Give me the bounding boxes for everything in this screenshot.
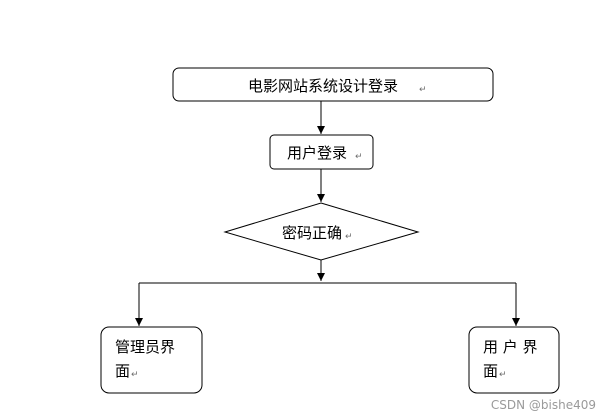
login-node-return-mark: ↵: [355, 152, 363, 162]
decision-node: 密码正确 ↵: [223, 202, 420, 261]
user-node: 用 户 界 面 ↵: [468, 326, 560, 394]
title-node-label: 电影网站系统设计登录: [248, 77, 398, 95]
watermark: CSDN @bishe409: [491, 398, 596, 412]
admin-node-return-mark: ↵: [131, 370, 139, 380]
admin-node-label-line-1: 管理员界: [115, 338, 175, 356]
title-node-box: [172, 67, 494, 102]
user-node-box: [468, 326, 560, 394]
login-node-label: 用户登录: [287, 144, 347, 162]
decision-node-label: 密码正确: [282, 224, 342, 242]
admin-node-label-line-2: 面: [115, 362, 130, 380]
title-node-return-mark: ↵: [419, 85, 427, 95]
user-node-return-mark: ↵: [499, 370, 507, 380]
user-node-label-line-1: 用 户 界: [483, 338, 538, 356]
login-node: 用户登录 ↵: [269, 134, 374, 170]
title-node: 电影网站系统设计登录 ↵: [172, 67, 494, 102]
admin-node-box: [100, 326, 203, 394]
user-node-label-line-2: 面: [483, 362, 498, 380]
decision-node-return-mark: ↵: [345, 232, 353, 242]
admin-node: 管理员界 面 ↵: [100, 326, 203, 394]
